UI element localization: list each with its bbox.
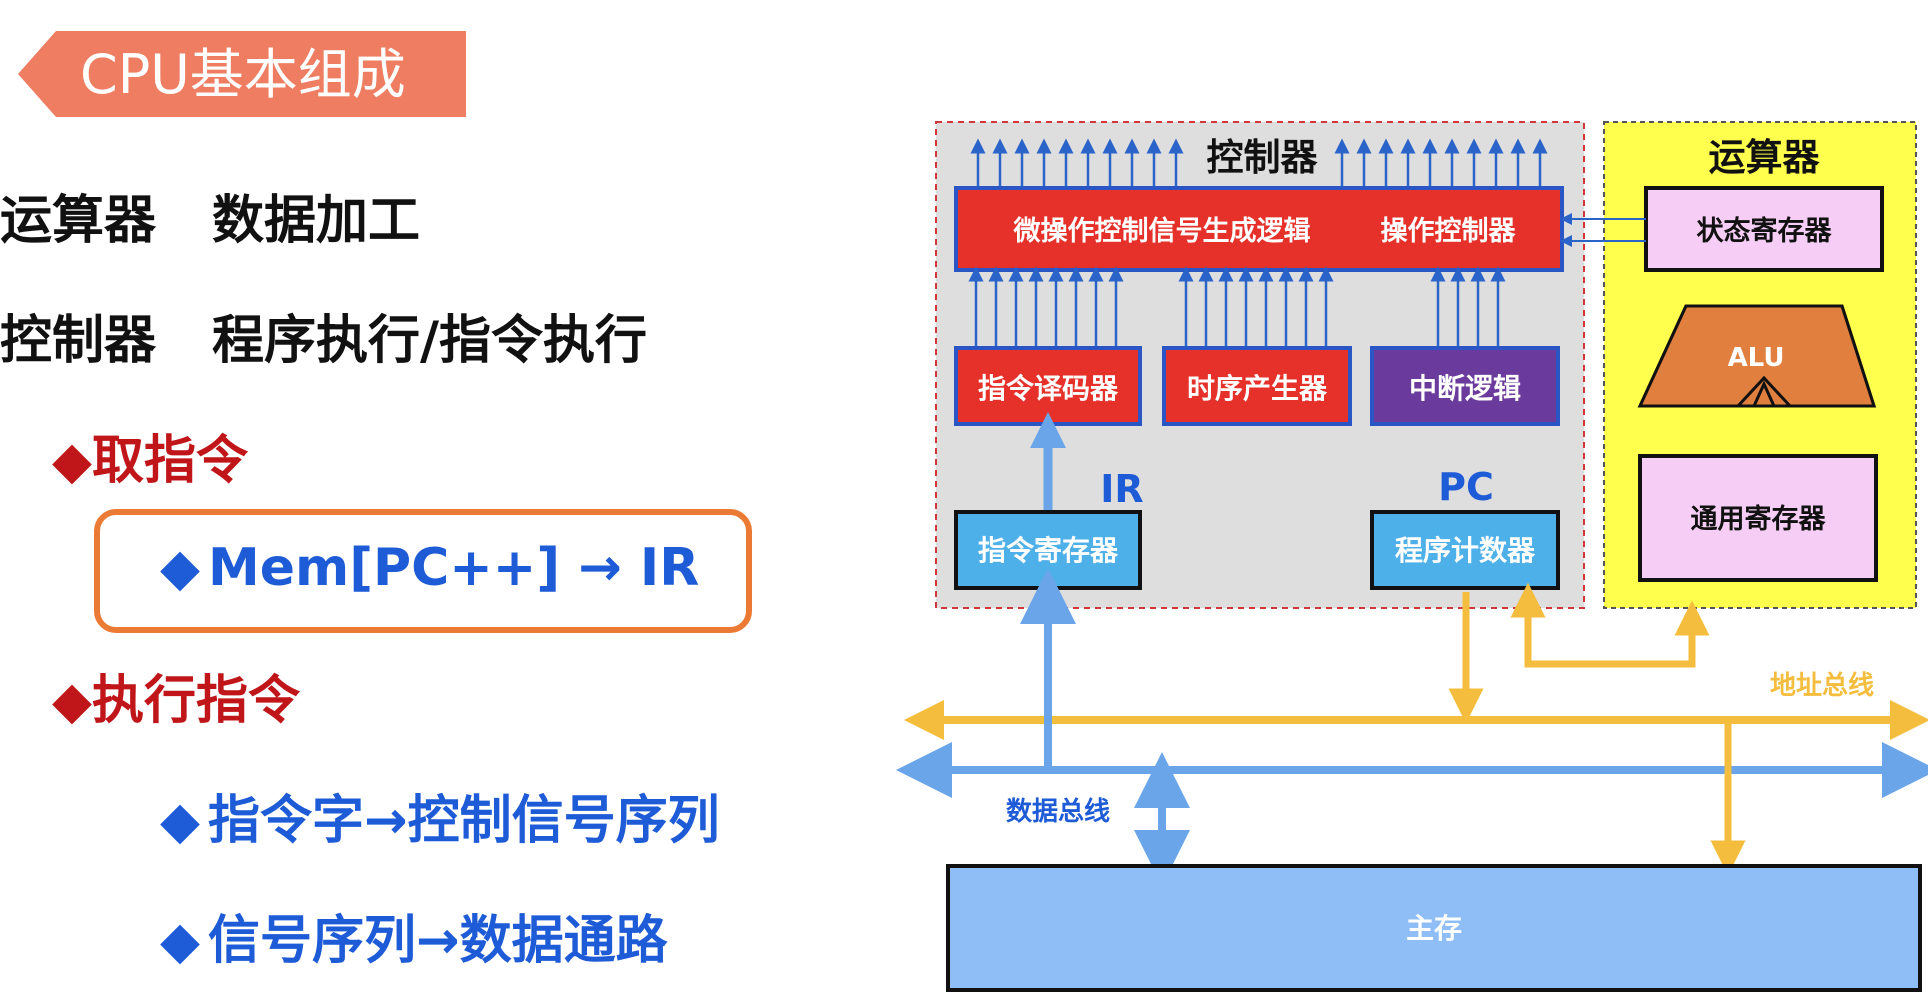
- alu-term: 运算器: [0, 191, 157, 251]
- interrupt-label: 中断逻辑: [1409, 372, 1521, 405]
- slide-title: CPU基本组成: [80, 43, 406, 106]
- status-to-controller-arrows: [1560, 213, 1646, 247]
- controller-term: 控制器: [0, 311, 157, 371]
- decoder-box: [954, 346, 1142, 426]
- status-register-box: [1644, 186, 1884, 272]
- bullet-diamond-icon: ◆: [160, 791, 200, 851]
- ir-label: IR: [1100, 467, 1143, 511]
- pc-register-box: [1370, 510, 1560, 590]
- micro-logic-box: [954, 186, 1564, 272]
- bullet-diamond-icon: ◆: [52, 431, 92, 491]
- general-register-box: [1638, 454, 1878, 582]
- bullet-diamond-icon: ◆: [160, 538, 200, 598]
- fetch-detail: ◆Mem[PC++] → IR: [160, 538, 700, 598]
- controller-label: 控制器: [1207, 136, 1319, 179]
- ir-register-label: 指令寄存器: [978, 534, 1119, 567]
- pc-register-link-arrow: [1510, 582, 1710, 668]
- status-register-label: 状态寄存器: [1697, 215, 1833, 247]
- timing-box: [1162, 346, 1352, 426]
- address-bus-label: 地址总线: [1770, 671, 1874, 701]
- control-signal-arrows: [970, 138, 1548, 188]
- bullet-diamond-icon: ◆: [160, 911, 200, 971]
- alu-description: 运算器数据加工: [0, 178, 420, 253]
- alu-shape-outline: [1637, 304, 1877, 408]
- alu-label: ALU: [1728, 343, 1785, 373]
- pc-register-label: 程序计数器: [1395, 534, 1536, 567]
- decoder-label: 指令译码器: [978, 372, 1119, 405]
- pc-label: PC: [1438, 465, 1494, 509]
- controller-description: 控制器程序执行/指令执行: [0, 298, 647, 373]
- alu-group-label: 运算器: [1709, 136, 1821, 179]
- fetch-heading: ◆取指令: [52, 431, 249, 491]
- unit-signal-arrows: [968, 266, 1506, 348]
- exec-step-1: ◆指令字→控制信号序列: [160, 791, 720, 851]
- exec-step-2: ◆信号序列→数据通路: [160, 911, 668, 971]
- controller-function: 程序执行/指令执行: [212, 311, 648, 371]
- interrupt-box: [1370, 346, 1560, 426]
- micro-logic-label: 微操作控制信号生成逻辑: [1013, 216, 1311, 247]
- title-banner: [18, 31, 466, 117]
- general-register-label: 通用寄存器: [1691, 503, 1827, 535]
- main-memory-label: 主存: [1406, 912, 1462, 945]
- bullet-diamond-icon: ◆: [52, 671, 92, 731]
- highlight-box: [94, 509, 752, 633]
- timing-label: 时序产生器: [1187, 372, 1328, 405]
- op-controller-label: 操作控制器: [1381, 216, 1517, 247]
- alu-function: 数据加工: [212, 191, 421, 251]
- exec-heading: ◆执行指令: [52, 671, 301, 731]
- data-bus-label: 数据总线: [1006, 797, 1110, 827]
- main-memory-box: [946, 864, 1922, 992]
